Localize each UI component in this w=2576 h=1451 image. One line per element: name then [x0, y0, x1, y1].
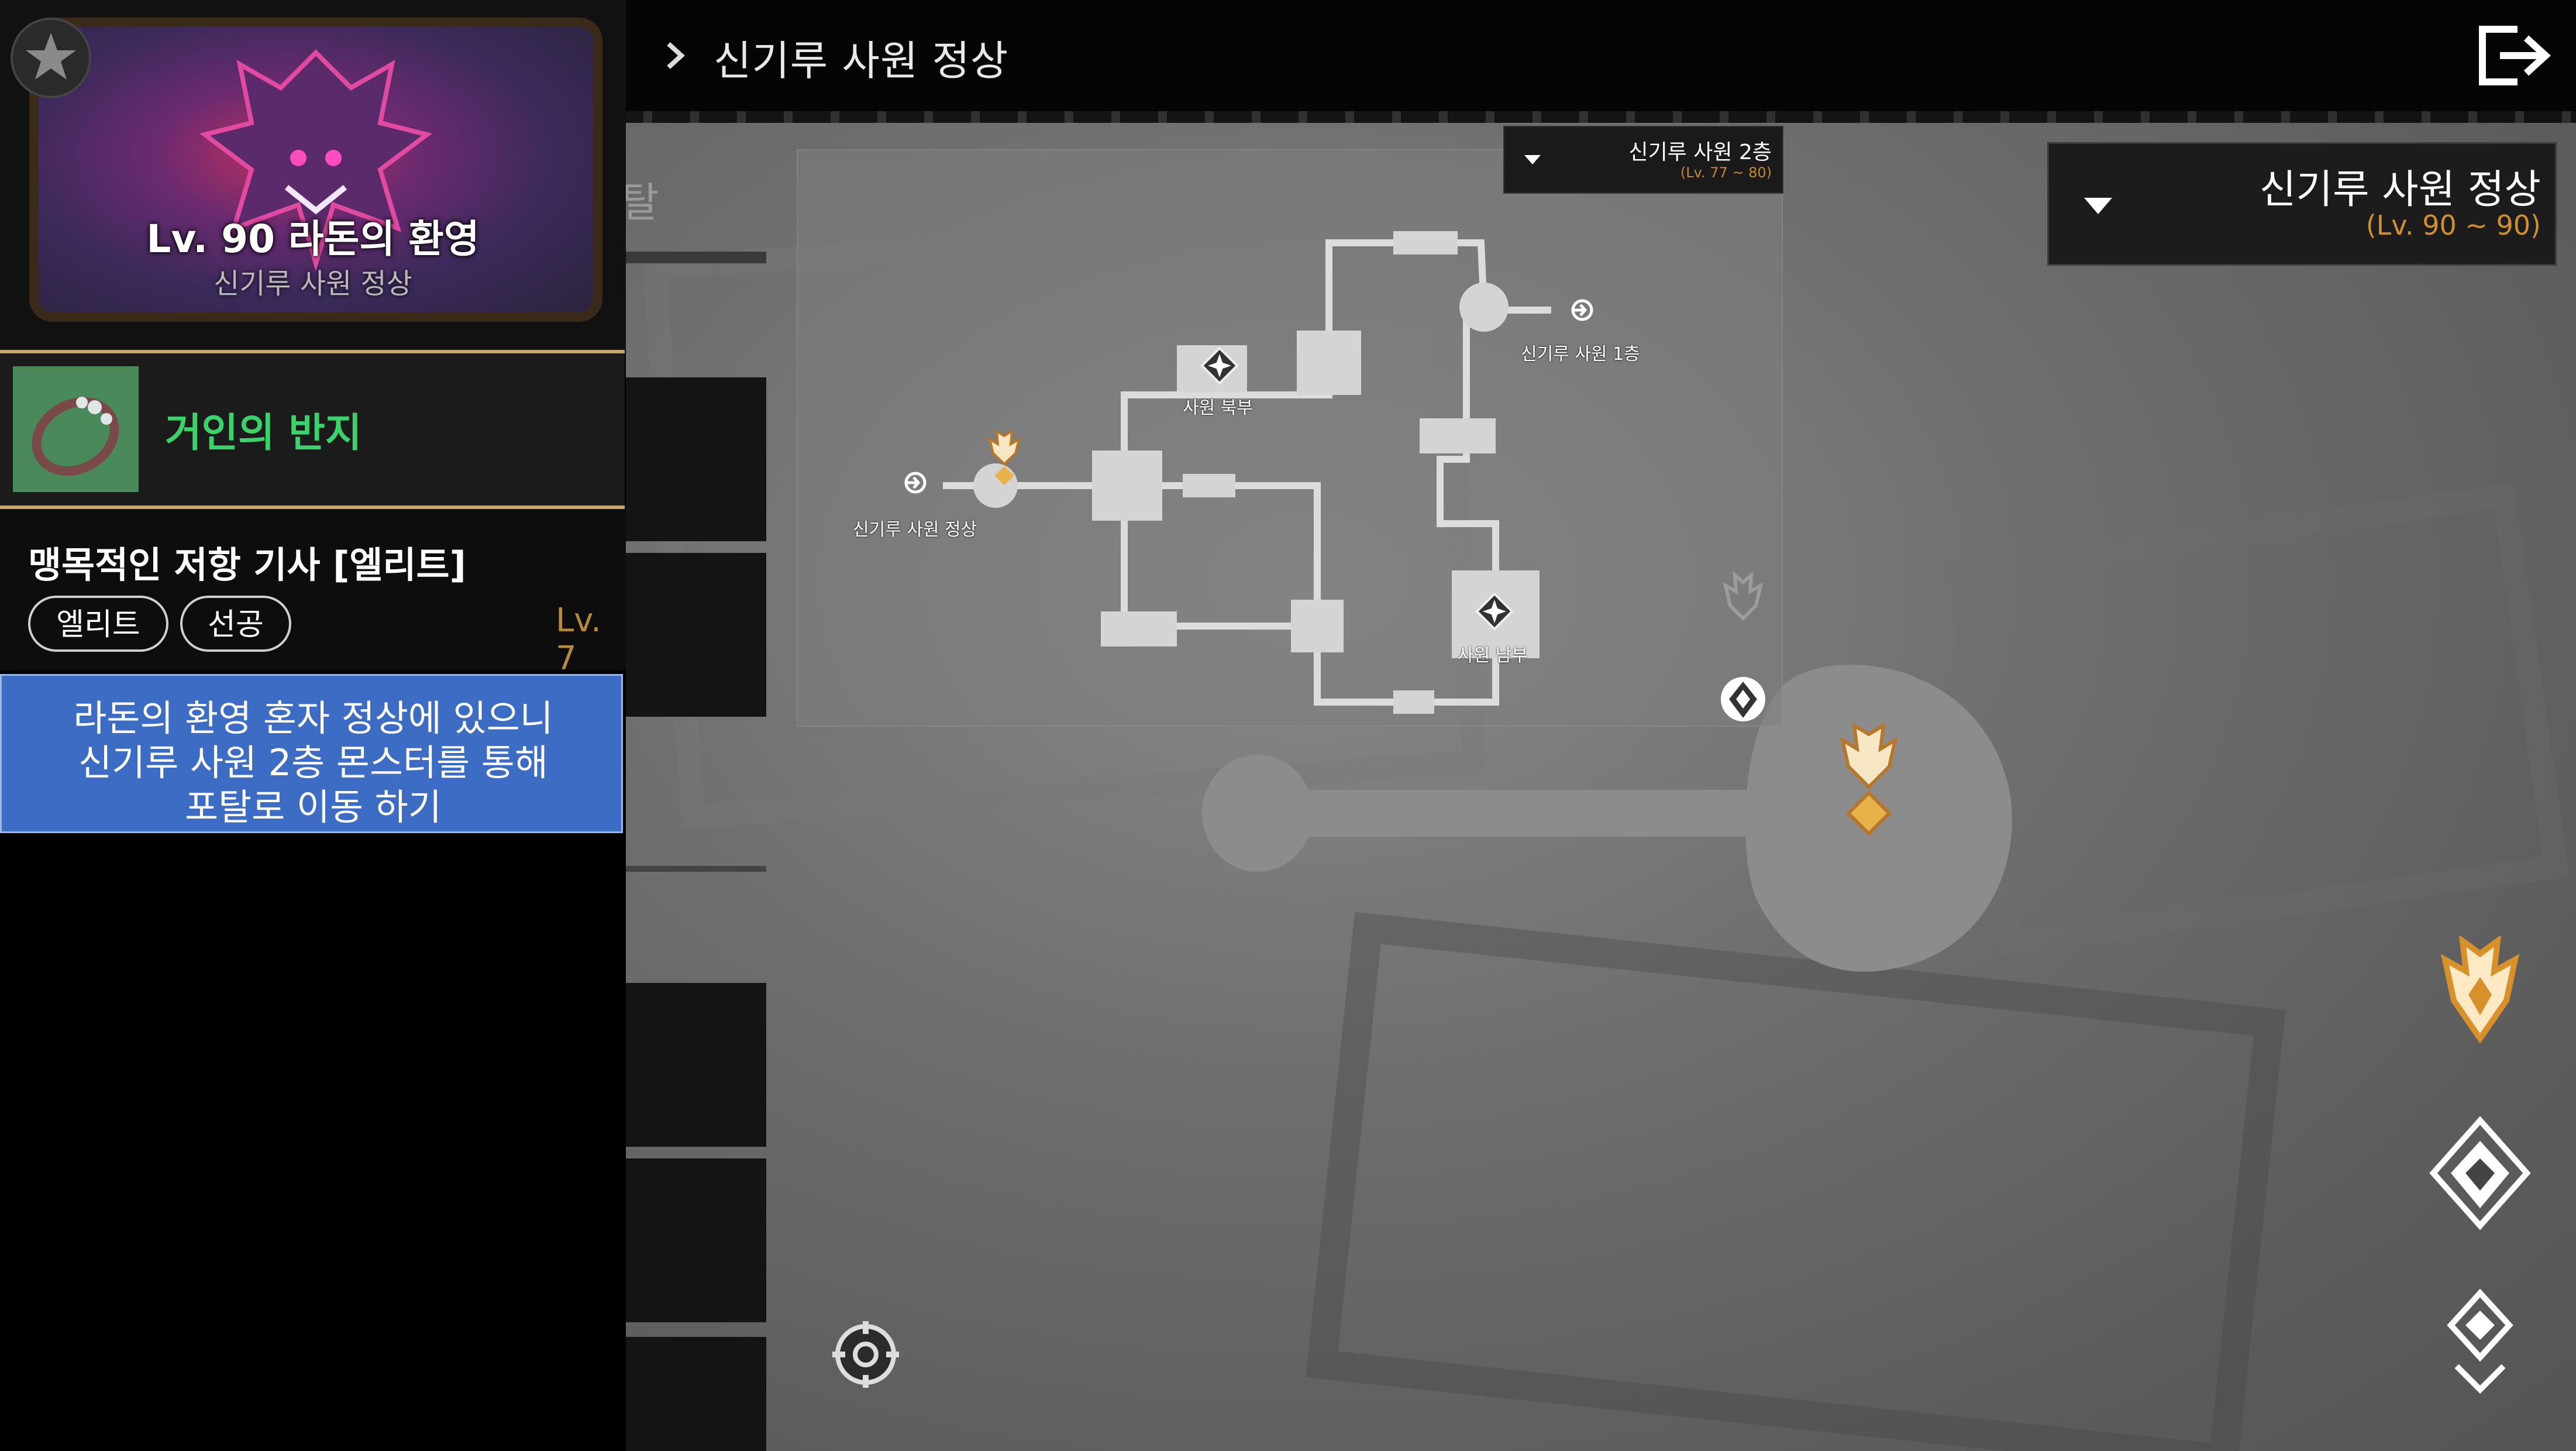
- inset-map-paths: [943, 231, 1551, 714]
- floor-select-level: (Lv. 77 ~ 80): [1680, 164, 1772, 181]
- waypoint-icon[interactable]: [1474, 591, 1515, 632]
- boss-portrait: [29, 18, 602, 322]
- chevron-right-icon[interactable]: [658, 38, 693, 73]
- portal-icon[interactable]: [1568, 295, 1597, 325]
- reward-item-name: 거인의 반지: [165, 410, 362, 456]
- map-label-temple-1f[interactable]: 신기루 사원 1층: [1521, 344, 1640, 365]
- boss-marker-icon[interactable]: [1831, 723, 1907, 840]
- map-label-temple-south[interactable]: 사원 남부: [1458, 645, 1528, 666]
- behind-list-item: [626, 983, 766, 1147]
- exit-icon[interactable]: [2477, 23, 2553, 88]
- behind-partial-label: 탈: [621, 178, 659, 226]
- page-title: 신기루 사원 정상: [714, 37, 1009, 85]
- map-select-level: (Lv. 90 ~ 90): [2365, 209, 2541, 241]
- waypoint-icon[interactable]: [1199, 345, 1240, 386]
- floor-select-label: 신기루 사원 2층: [1628, 140, 1772, 164]
- inset-minimap[interactable]: [797, 149, 1783, 727]
- monster-name: 맹목적인 저항 기사 [엘리트]: [28, 544, 466, 586]
- sidebar: Lv. 90 라돈의 환영 신기루 사원 정상 거인의 반지 맹목적인 저항 기…: [0, 0, 626, 1451]
- ring-icon: [13, 366, 139, 492]
- boss-illustration: [199, 49, 433, 271]
- behind-divider: [626, 252, 766, 263]
- location-pin-filter-icon[interactable]: [2427, 1284, 2533, 1401]
- map-select-label: 신기루 사원 정상: [2259, 167, 2541, 213]
- chevron-down-icon: [1524, 155, 1541, 164]
- map-texture: [1946, 483, 2570, 957]
- location-waypoint-icon[interactable]: [1714, 670, 1772, 728]
- favorite-toggle[interactable]: [11, 18, 91, 98]
- note-line: 신기루 사원 2층 몬스터를 통해: [78, 741, 548, 784]
- map-texture: [1306, 912, 2286, 1451]
- note-annotation: 라돈의 환영 혼자 정상에 있으니 신기루 사원 2층 몬스터를 통해 포탈로 …: [0, 674, 623, 833]
- boss-location: 신기루 사원 정상: [213, 267, 412, 300]
- waypoint-filter-icon[interactable]: [2427, 1115, 2533, 1232]
- top-bar: 신기루 사원 정상: [626, 0, 2576, 111]
- behind-list-item: [626, 553, 766, 717]
- monster-info[interactable]: 맹목적인 저항 기사 [엘리트] 엘리트 선공 Lv. 7: [0, 509, 626, 678]
- boss-card[interactable]: Lv. 90 라돈의 환영 신기루 사원 정상: [0, 0, 626, 351]
- monster-level: Lv. 7: [556, 601, 601, 678]
- chevron-down-icon: [2084, 198, 2112, 214]
- map-label-temple-top[interactable]: 신기루 사원 정상: [853, 520, 977, 540]
- star-icon: [26, 33, 76, 80]
- tag-aggressive: 선공: [180, 596, 291, 652]
- map-label-temple-north[interactable]: 사원 북부: [1183, 398, 1253, 418]
- note-line: 라돈의 환영 혼자 정상에 있으니: [73, 697, 553, 740]
- boss-marker-faded-icon: [1723, 571, 1764, 621]
- floor-select-dropdown[interactable]: 신기루 사원 2층 (Lv. 77 ~ 80): [1503, 126, 1783, 194]
- reward-item-row[interactable]: 거인의 반지: [0, 350, 625, 509]
- boss-filter-icon[interactable]: [2427, 936, 2533, 1053]
- note-line: 포탈로 이동 하기: [185, 786, 442, 828]
- settings-gear-icon[interactable]: [828, 1316, 904, 1392]
- behind-list-item: [626, 1337, 766, 1451]
- tag-elite: 엘리트: [28, 596, 168, 652]
- behind-list-item: [626, 1158, 766, 1322]
- boss-level-title: Lv. 90 라돈의 환영: [146, 216, 480, 262]
- boss-marker-icon[interactable]: [984, 430, 1025, 486]
- map-select-dropdown[interactable]: 신기루 사원 정상 (Lv. 90 ~ 90): [2047, 142, 2557, 266]
- behind-list-item: [626, 377, 766, 541]
- behind-divider: [626, 866, 766, 872]
- portal-icon[interactable]: [901, 468, 930, 497]
